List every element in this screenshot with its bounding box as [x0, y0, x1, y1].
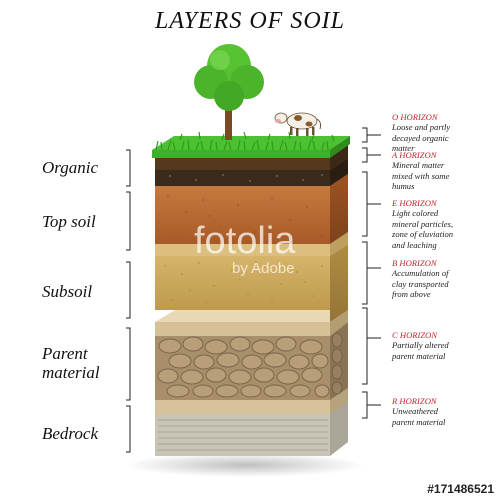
watermark-sub: by Adobe [232, 260, 295, 277]
label-subsoil: Subsoil [42, 282, 93, 301]
r-horizon-desc: Unweathered parent material [392, 406, 446, 427]
ground-shadow [125, 453, 365, 477]
bracket-bedrock [126, 405, 131, 453]
label-organic: Organic [42, 158, 99, 177]
r-horizon-name: R HORIZON [392, 396, 437, 406]
separator-slab-4 [155, 310, 348, 336]
c-horizon-desc: Partially altered parent material [392, 340, 449, 361]
c-horizon-name: C HORIZON [392, 330, 438, 340]
a-horizon-name: A HORIZON [392, 150, 437, 160]
bracket-o-horizon [362, 127, 381, 143]
watermark-brand: fotolia [194, 220, 296, 262]
e-horizon-note: E HORIZON Light colored mineral particle… [392, 198, 497, 250]
bracket-b-horizon [362, 241, 381, 305]
grass-layer [152, 131, 350, 158]
e-horizon-name: E HORIZON [392, 198, 437, 208]
right-brackets [362, 127, 381, 419]
stock-id: #171486521 [427, 482, 494, 496]
left-brackets [126, 149, 131, 453]
bracket-e-horizon [362, 171, 381, 237]
parent-material-layer [155, 322, 348, 400]
bracket-organic [126, 149, 131, 187]
b-horizon-note: B HORIZON Accumulation of clay transport… [392, 258, 497, 300]
topsoil-layer [155, 174, 348, 244]
label-top-soil: Top soil [42, 212, 96, 231]
bracket-c-horizon [362, 307, 381, 385]
r-horizon-note: R HORIZON Unweathered parent material [392, 396, 497, 427]
bracket-topsoil [126, 191, 131, 251]
a-horizon-desc: Mineral matter mixed with some humus [392, 160, 450, 192]
b-horizon-name: B HORIZON [392, 258, 437, 268]
label-bedrock: Bedrock [42, 424, 99, 443]
a-horizon-note: A HORIZON Mineral matter mixed with some… [392, 150, 497, 192]
bracket-r-horizon [362, 391, 381, 419]
c-horizon-note: C HORIZON Partially altered parent mater… [392, 330, 497, 361]
bracket-parent-material [126, 327, 131, 401]
bracket-a-horizon [362, 147, 381, 163]
o-horizon-name: O HORIZON [392, 112, 438, 122]
o-horizon-desc: Loose and partly decayed organic matter [392, 122, 451, 154]
tree-illustration [194, 44, 264, 140]
diagram-title: LAYERS OF SOIL [154, 8, 345, 34]
bracket-subsoil [126, 261, 131, 319]
e-horizon-desc: Light colored mineral particles, zone of… [392, 208, 454, 250]
b-horizon-desc: Accumulation of clay transported from ab… [392, 268, 449, 300]
label-parent-material: Parent material [42, 344, 100, 382]
cow-illustration [274, 112, 322, 136]
o-horizon-note: O HORIZON Loose and partly decayed organ… [392, 112, 497, 154]
